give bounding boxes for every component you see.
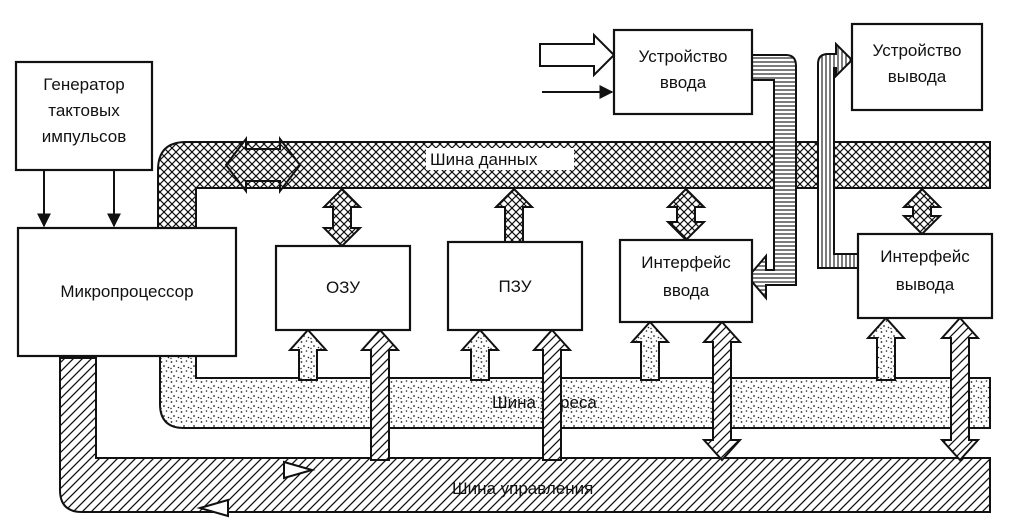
control-bus-arrowhead [196, 498, 229, 518]
microprocessor-block: Микропроцессор [16, 226, 238, 358]
output-interface-label-line: вывода [896, 275, 955, 294]
external-input-hollow-arrow [539, 32, 616, 78]
address-bus: Шина адреса [159, 354, 991, 429]
input-device-link [746, 54, 797, 301]
input-device-label-line: Устройство [639, 47, 728, 66]
control-bus-label: Шина управления [452, 479, 593, 498]
data-bus-double-arrow [224, 136, 302, 194]
control-bus-arrowhead [283, 460, 316, 480]
ram-block: ОЗУ [274, 244, 412, 332]
rom-block: ПЗУ [446, 240, 584, 332]
output-interface-data-arrow [901, 187, 943, 236]
rom-data-arrow [493, 187, 535, 243]
input-device-block: Устройство ввода [612, 28, 754, 116]
rom-address-arrow [459, 328, 501, 381]
ram-label: ОЗУ [326, 278, 360, 297]
clock-generator-block: Генератор тактовых импульсов [14, 60, 154, 172]
clock-generator-label-line: Генератор [43, 75, 124, 94]
ram-data-arrow [321, 187, 363, 248]
control-bus: Шина управления [59, 357, 991, 518]
input-interface-block: Интерфейс ввода [618, 238, 754, 324]
rom-label: ПЗУ [498, 277, 531, 296]
input-interface-control-arrow [701, 320, 743, 462]
microprocessor-label: Микропроцессор [60, 282, 193, 301]
input-interface-label-line: ввода [663, 281, 710, 300]
output-device-label-line: вывода [888, 67, 947, 86]
input-interface-address-arrow [629, 320, 671, 381]
input-device-label-line: ввода [660, 73, 707, 92]
data-bus-label: Шина данных [430, 150, 538, 169]
output-interface-label-line: Интерфейс [880, 247, 970, 266]
output-device-link [817, 41, 859, 269]
output-interface-address-arrow [865, 316, 907, 381]
rom-control-arrow [531, 328, 573, 461]
input-interface-label-line: Интерфейс [641, 253, 731, 272]
output-device-block: Устройство вывода [850, 22, 984, 112]
ram-address-arrow [287, 328, 329, 381]
output-interface-block: Интерфейс вывода [856, 232, 994, 320]
input-interface-data-arrow [665, 187, 707, 242]
ram-control-arrow [359, 328, 401, 461]
clock-generator-label-line: импульсов [42, 127, 126, 146]
output-device-label-line: Устройство [873, 41, 962, 60]
clock-generator-label-line: тактовых [48, 101, 120, 120]
data-bus: Шина данных [157, 136, 991, 233]
output-interface-control-arrow [939, 316, 981, 462]
